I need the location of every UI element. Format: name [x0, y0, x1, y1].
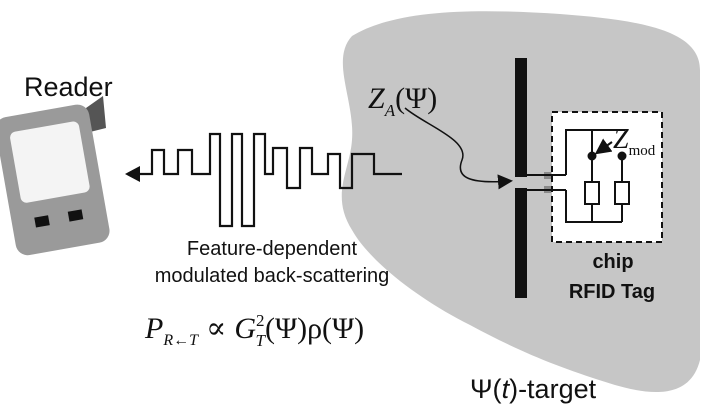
switch-arrow-icon [594, 138, 613, 155]
chip-box [551, 111, 663, 243]
chip-label: chip [592, 251, 633, 273]
modulation-impedance-label: Zmod [613, 124, 656, 159]
rfid-tag-label: RFID Tag [569, 281, 655, 303]
target-label: Ψ(t)-target [470, 374, 597, 404]
left-arrow-icon [125, 166, 140, 182]
backscatter-waveform [138, 132, 402, 228]
antenna-impedance-label: ZA(Ψ) [368, 82, 437, 120]
chip-circuit [527, 129, 630, 223]
caption-line2: modulated back-scattering [155, 265, 390, 287]
handheld-reader-icon [0, 96, 110, 256]
impedance-pointer-arrow [404, 107, 513, 190]
reader-label: Reader [24, 72, 113, 102]
caption-line1: Feature-dependent [187, 238, 358, 260]
